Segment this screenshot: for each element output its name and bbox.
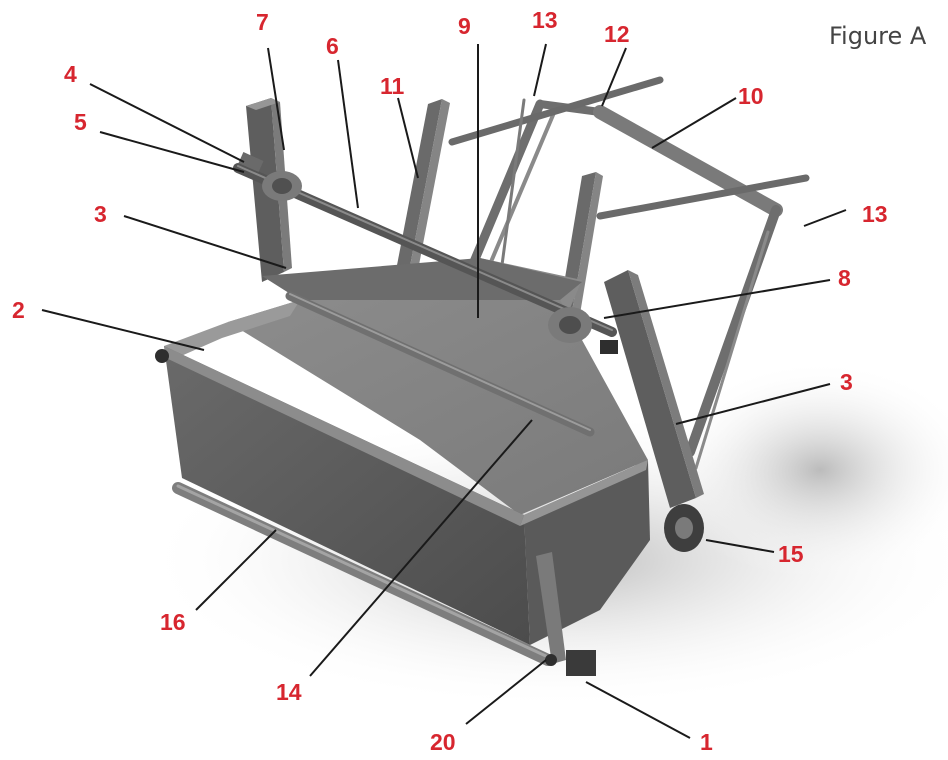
left-end-knob	[155, 349, 169, 363]
wheel	[664, 504, 704, 552]
callout-1: 1	[700, 729, 713, 755]
callout-20: 20	[430, 729, 456, 755]
callout-15: 15	[778, 541, 804, 567]
leader-lines	[41, 43, 847, 739]
main-shaft	[233, 163, 617, 337]
left-bearing	[238, 152, 302, 201]
post-11	[388, 99, 450, 312]
callout-3-right: 3	[840, 369, 853, 395]
right-bearing	[548, 307, 618, 354]
callout-6: 6	[326, 33, 339, 59]
hopper-front-wall	[164, 346, 530, 645]
callout-12: 12	[604, 21, 630, 47]
callout-2: 2	[12, 297, 25, 323]
hopper-rim-top	[164, 300, 300, 360]
callout-4: 4	[64, 61, 77, 87]
ground-shadow-right	[660, 360, 948, 580]
callout-5: 5	[74, 109, 87, 135]
callout-16: 16	[160, 609, 186, 635]
callout-labels: 1 2 3 3 4 5 6 7 8 9 10 11 12 13 13 14 15…	[12, 7, 888, 755]
figure-caption: Figure A	[829, 22, 927, 50]
callout-8: 8	[838, 265, 851, 291]
callout-3-left: 3	[94, 201, 107, 227]
hopper-front-lip	[164, 346, 524, 526]
lower-roller	[172, 482, 554, 666]
hopper-interior	[228, 300, 648, 515]
hopper-back-wall	[262, 258, 582, 300]
bar-14	[285, 291, 595, 437]
callout-14: 14	[276, 679, 302, 705]
callout-10: 10	[738, 83, 764, 109]
right-front-post	[604, 270, 704, 508]
callout-9: 9	[458, 13, 471, 39]
callout-13-right: 13	[862, 201, 888, 227]
callout-7: 7	[256, 9, 269, 35]
callout-11: 11	[380, 73, 405, 99]
bottom-bracket	[536, 552, 596, 676]
callout-13-top: 13	[532, 7, 558, 33]
hopper-end-lip	[520, 460, 648, 526]
